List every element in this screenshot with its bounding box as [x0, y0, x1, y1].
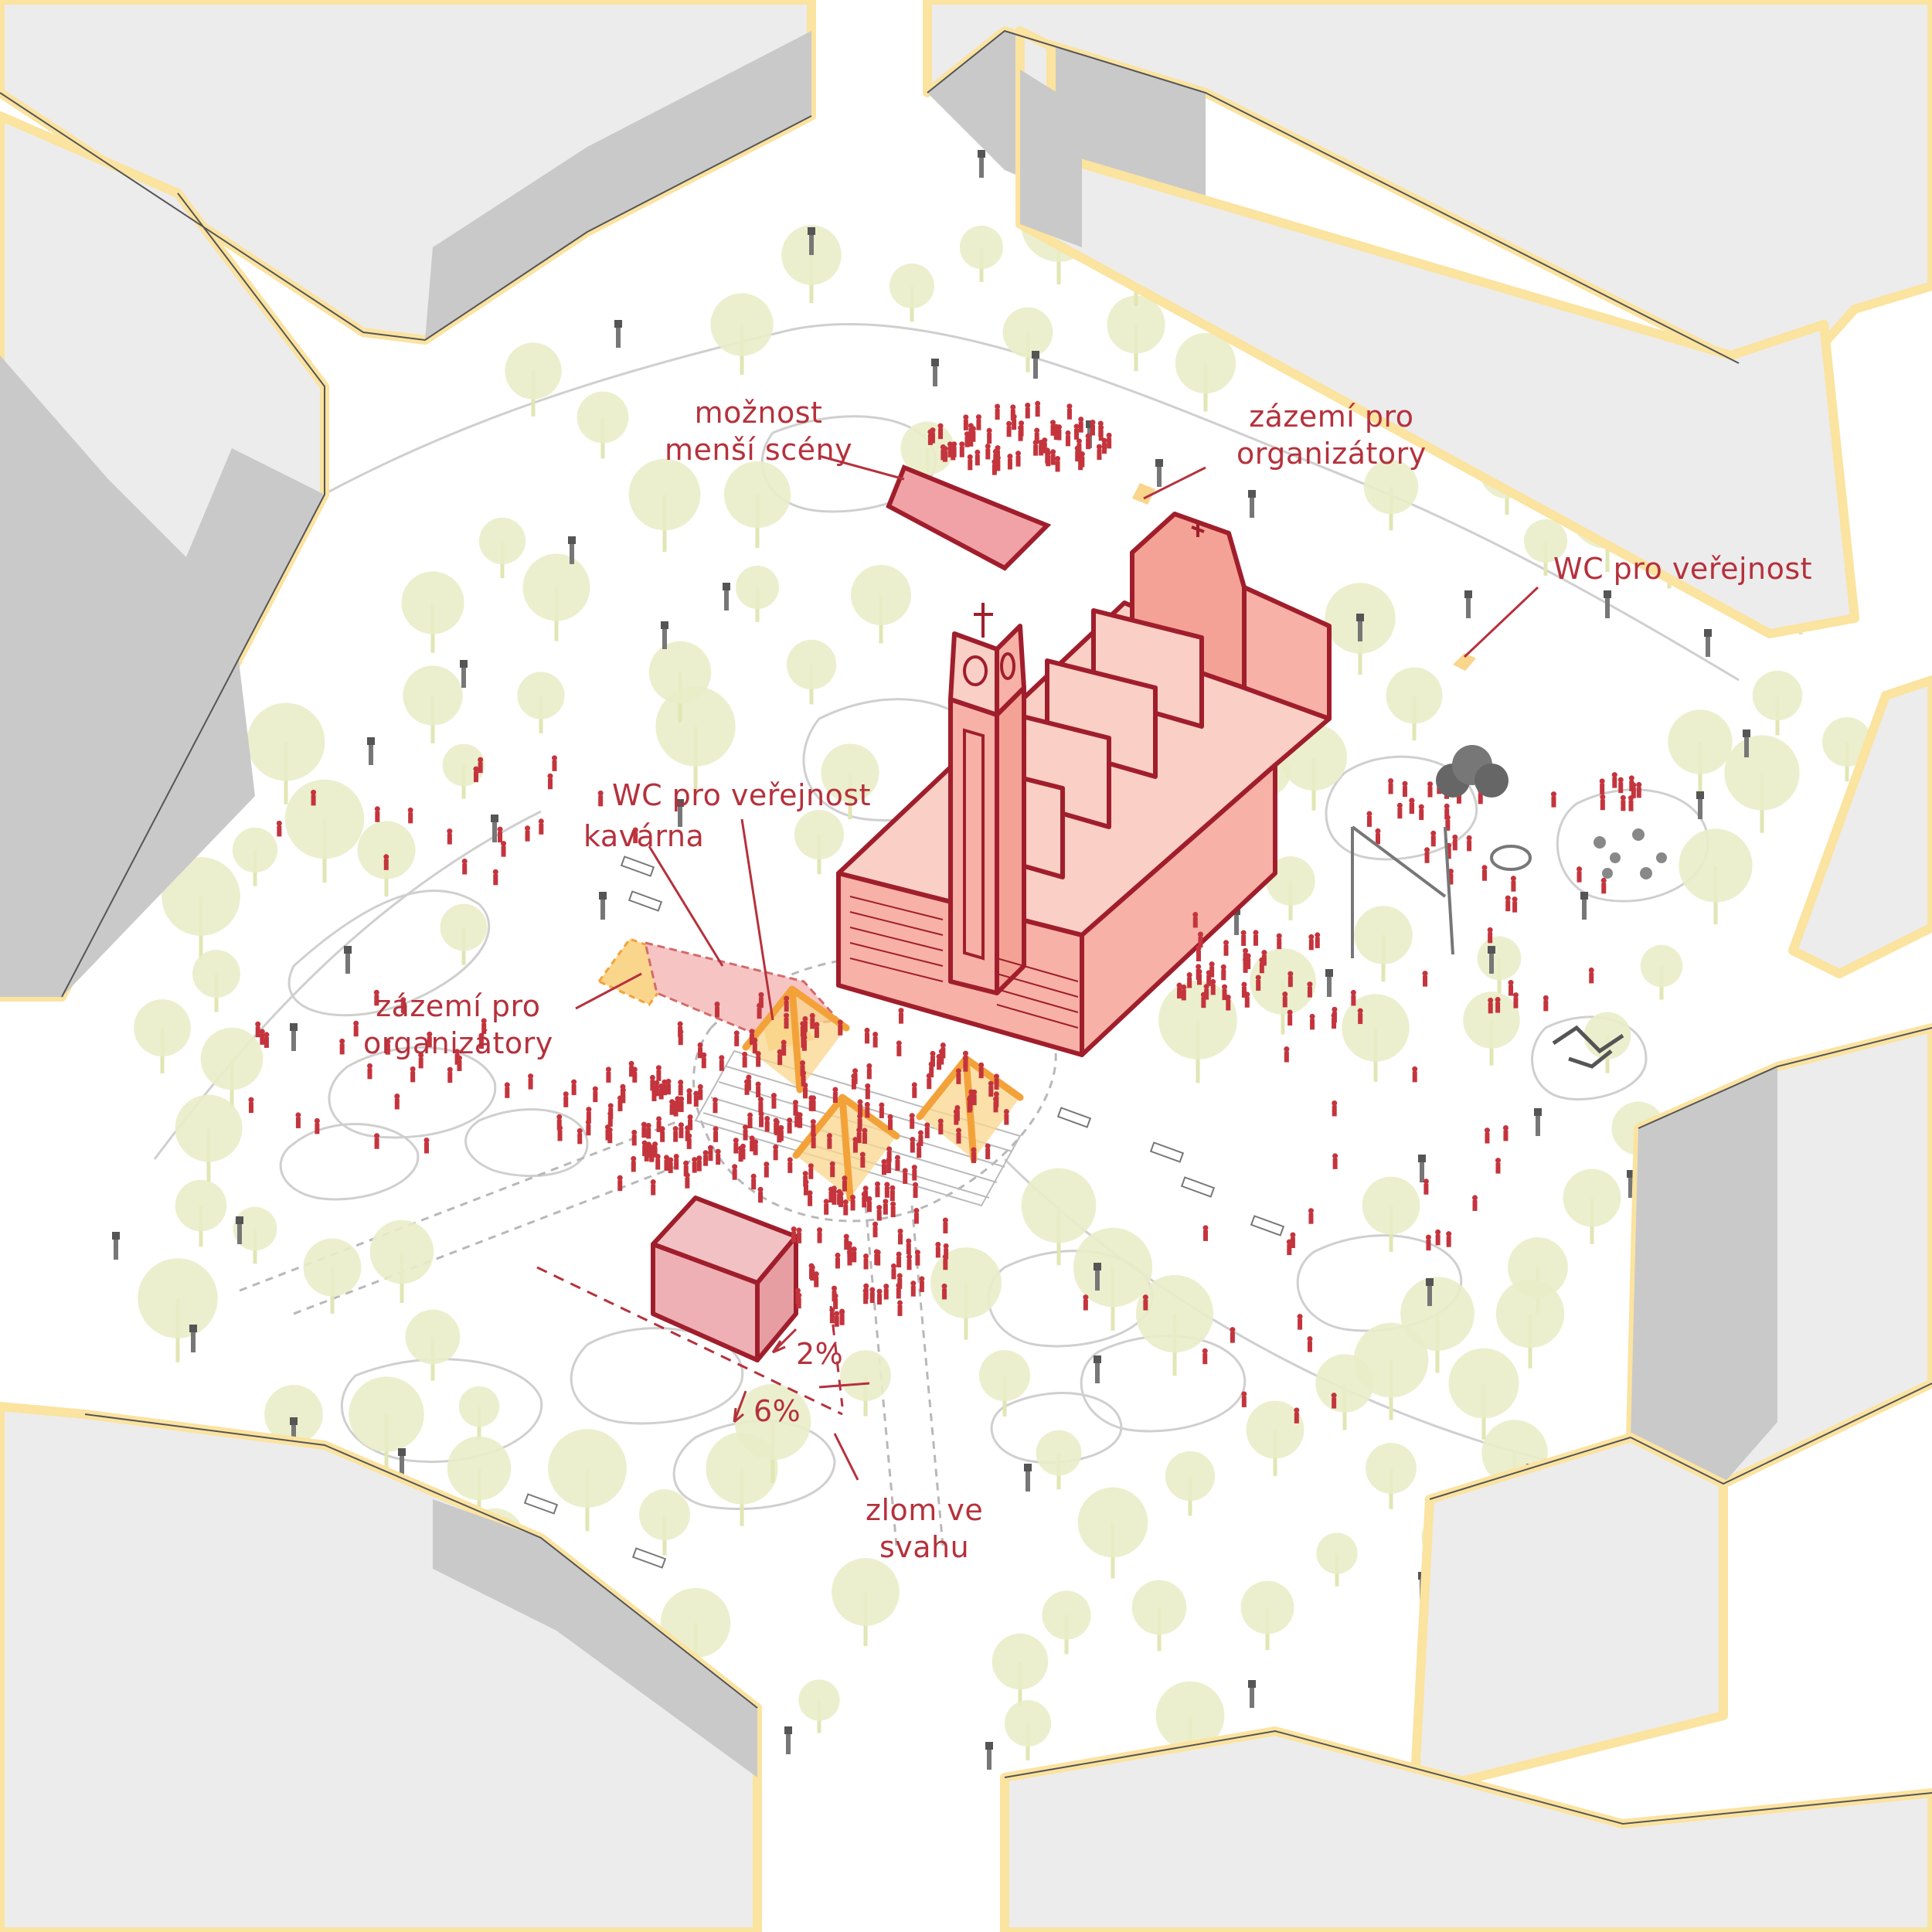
- label-wc-east: WC pro veřejnost: [1553, 550, 1812, 587]
- label-smaller-stage-line2: menší scény: [665, 433, 853, 467]
- building-northwest-shade: [425, 31, 811, 340]
- smaller-stage-area: [886, 464, 1052, 571]
- label-organizers-west: zázemí pro organizátory: [363, 988, 553, 1062]
- church-details: [963, 522, 1205, 961]
- church: [836, 512, 1332, 1057]
- crowd: [248, 400, 1642, 1423]
- label-wc-center: WC pro veřejnost: [612, 777, 871, 814]
- church-belfry-front: [948, 631, 999, 717]
- building-southwest-shade: [433, 1499, 757, 1777]
- church-tower-front: [948, 697, 999, 995]
- building-northeast-shade: [1020, 70, 1082, 247]
- benches: [523, 855, 1285, 1569]
- label-slope-break: zlom ve svahu: [866, 1492, 983, 1566]
- label-slope-2-text: 2%: [796, 1337, 844, 1371]
- building-east: [1788, 675, 1932, 978]
- label-smaller-stage-line1: možnost: [694, 396, 823, 430]
- organizer-zone-north: [1132, 483, 1155, 505]
- label-organizers-west-line2: organizátory: [363, 1026, 553, 1060]
- church-nave-front: [1080, 763, 1277, 1057]
- label-organizers-north: zázemí pro organizátory: [1236, 398, 1427, 472]
- label-organizers-west-line1: zázemí pro: [376, 989, 541, 1023]
- building-southeast-shade: [1631, 1066, 1777, 1484]
- slope-arrows: [733, 1328, 798, 1423]
- label-wc-center-text: WC pro veřejnost: [612, 778, 872, 812]
- label-smaller-stage: možnost menší scény: [665, 394, 852, 468]
- wc-east-box: [1453, 653, 1476, 671]
- building-southeast-block: [1410, 1433, 1728, 1798]
- label-slope-break-line2: svahu: [879, 1530, 970, 1564]
- label-cafe: kavárna: [583, 818, 704, 855]
- church-portal-stripes: [849, 896, 1079, 1029]
- church-tower-side: [995, 685, 1026, 995]
- label-cafe-text: kavárna: [583, 819, 705, 853]
- leader-lines: [536, 454, 1539, 1481]
- label-slope-6: 6%: [753, 1393, 801, 1430]
- event-box-side: [755, 1234, 798, 1362]
- church-apse-end: [1242, 585, 1332, 721]
- event-box: [651, 1196, 798, 1362]
- label-slope-break-line1: zlom ve: [866, 1493, 984, 1527]
- building-northeast: [1015, 26, 1859, 638]
- label-slope-2: 2%: [796, 1335, 843, 1372]
- label-slope-6-text: 6%: [753, 1394, 801, 1428]
- church-belfry-side: [995, 624, 1026, 717]
- label-wc-east-text: WC pro veřejnost: [1553, 552, 1813, 586]
- playground: [1351, 745, 1667, 1069]
- building-edges: [0, 29, 1932, 1825]
- label-organizers-north-line1: zázemí pro: [1249, 400, 1414, 434]
- label-organizers-north-line2: organizátory: [1236, 437, 1427, 471]
- building-northwest-corner: [0, 355, 255, 997]
